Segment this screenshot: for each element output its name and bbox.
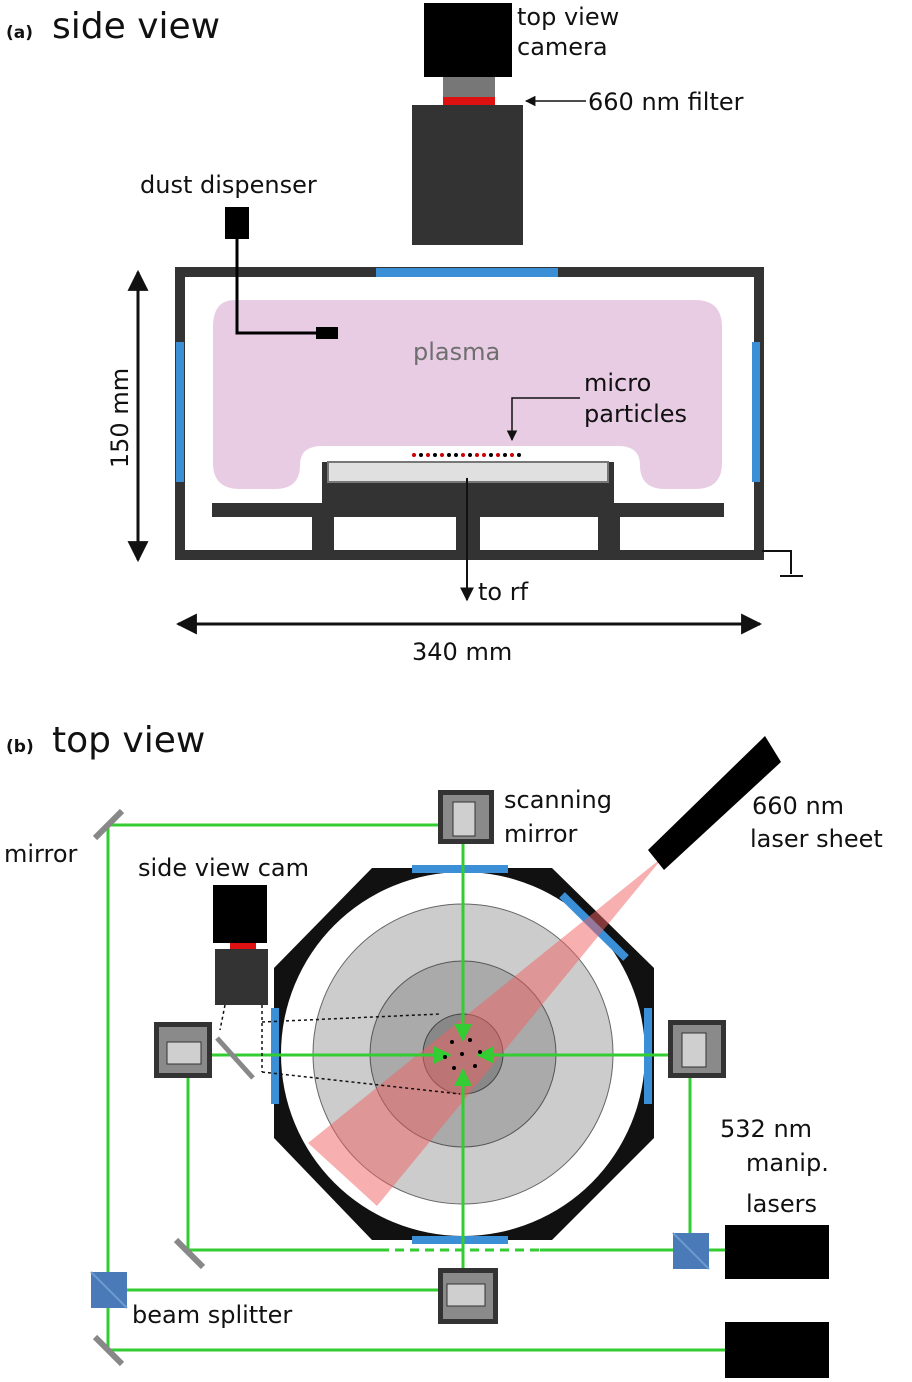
mirror-label: mirror <box>4 840 78 868</box>
mirror-top-left <box>92 808 125 841</box>
left-window <box>176 342 184 482</box>
scanning-mirror-top <box>438 790 494 844</box>
camera-view-lines <box>219 1004 461 1095</box>
top-view-camera <box>412 3 523 245</box>
camera-label-line1: top view <box>517 3 619 31</box>
side-view-camera <box>213 885 268 1005</box>
laser-sheet-beam <box>308 856 664 1206</box>
manip-laser-2 <box>725 1322 829 1378</box>
red-filter <box>443 97 495 105</box>
scanning-mirror-bottom <box>438 1268 498 1324</box>
scan-label-line1: scanning <box>504 786 612 814</box>
mirror-mid-left <box>173 1237 206 1270</box>
plasma-label: plasma <box>413 338 500 366</box>
filter-label: 660 nm filter <box>588 88 744 116</box>
rf-label: to rf <box>478 578 529 606</box>
window-top <box>412 865 508 873</box>
panel-b-tag: (b) <box>6 737 34 757</box>
width-label: 340 mm <box>412 638 512 666</box>
manip-label-line2: manip. <box>746 1149 829 1177</box>
laser-label-line1: 660 nm <box>752 792 844 820</box>
manip-laser-1 <box>725 1225 829 1279</box>
camera-label-line2: camera <box>517 33 608 61</box>
panel-a-side-view: (a) side view top view camera 660 nm fil… <box>6 3 803 666</box>
micro-label-line2: particles <box>584 400 687 428</box>
chamber-side: plasma <box>175 207 764 560</box>
dust-dispenser-label: dust dispenser <box>140 171 317 199</box>
beam-splitter-right <box>672 1232 710 1270</box>
panel-a-tag: (a) <box>6 23 33 43</box>
ground-symbol <box>762 550 803 577</box>
micro-label-line1: micro <box>584 369 651 397</box>
manip-label-line1: 532 nm <box>720 1115 812 1143</box>
laser-660 <box>648 736 781 870</box>
particles-arrow <box>506 397 580 442</box>
scanning-mirror-right <box>668 1020 726 1078</box>
scanning-mirror-left <box>154 1022 212 1078</box>
panel-a-title: side view <box>52 6 220 47</box>
laser-label-line2: laser sheet <box>750 825 883 853</box>
scan-label-line2: mirror <box>504 820 578 848</box>
beam-splitter-left <box>90 1271 128 1309</box>
camera-mirror <box>215 1036 255 1080</box>
panel-b-title: top view <box>52 720 205 761</box>
sidecam-label: side view cam <box>138 854 309 882</box>
microparticle-layer <box>412 453 521 457</box>
particle-cluster <box>443 1038 482 1070</box>
manip-label-line3: lasers <box>746 1190 817 1218</box>
height-label: 150 mm <box>106 368 134 468</box>
plasma-region <box>213 300 722 489</box>
top-window <box>376 268 558 277</box>
mirror-bottom-left <box>92 1334 125 1367</box>
splitter-label: beam splitter <box>132 1301 292 1329</box>
right-window <box>752 342 760 482</box>
panel-b-top-view: (b) top view 660 nm laser sheet <box>4 720 883 1378</box>
window-bottom <box>412 1236 508 1244</box>
